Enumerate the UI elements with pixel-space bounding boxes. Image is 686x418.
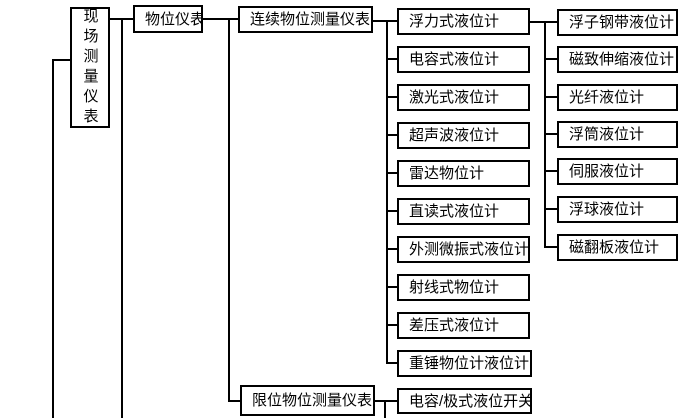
node-label: 重锤物位计液位计 (409, 355, 530, 372)
node-limit-level-instruments: 限位物位测量仪表 (240, 385, 375, 416)
connector-line (52, 59, 70, 61)
node-label: 电容/极式液位开关 (409, 392, 532, 410)
connector-line (373, 20, 397, 22)
connector-line (386, 96, 397, 98)
node-float-ball-level-gauge: 浮球液位计 (557, 196, 678, 223)
node-capacitance-pole-level-switch: 电容/极式液位开关 (397, 388, 532, 414)
node-optical-fiber-level-gauge: 光纤液位计 (557, 84, 678, 111)
connector-line (52, 59, 54, 418)
node-label: 雷达物位计 (409, 165, 485, 182)
connector-line (386, 210, 397, 212)
node-field-measurement-instruments: 现场测量仪表 (70, 7, 110, 128)
node-label: 伺服液位计 (569, 163, 645, 180)
connector-line (228, 18, 230, 402)
node-label: 外测微振式液位计 (409, 241, 530, 258)
node-label: 磁致伸缩液位计 (569, 51, 675, 68)
node-float-steel-tape-level-gauge: 浮子钢带液位计 (557, 9, 678, 36)
connector-line (228, 400, 240, 402)
node-magnetic-flap-level-gauge: 磁翻板液位计 (557, 234, 678, 261)
node-capacitance-level-gauge: 电容式液位计 (397, 46, 530, 73)
connector-line (386, 58, 397, 60)
connector-line (544, 133, 557, 135)
node-direct-reading-level-gauge: 直读式液位计 (397, 198, 530, 225)
connector-line (386, 248, 397, 250)
node-ultrasonic-level-gauge: 超声波液位计 (397, 122, 530, 149)
node-ray-level-gauge: 射线式物位计 (397, 274, 530, 301)
node-heavy-hammer-level-gauge: 重锤物位计液位计 (397, 350, 532, 377)
connector-line (544, 208, 557, 210)
node-label: 浮力式液位计 (409, 13, 500, 30)
node-label: 差压式液位计 (409, 317, 500, 334)
node-label: 磁翻板液位计 (569, 239, 660, 256)
node-magnetostrictive-level-gauge: 磁致伸缩液位计 (557, 46, 678, 73)
node-label: 连续物位测量仪表 (250, 11, 371, 28)
node-label: 超声波液位计 (409, 127, 500, 144)
connector-line (203, 18, 238, 20)
node-label: 限位物位测量仪表 (252, 392, 373, 409)
node-label: 浮球液位计 (569, 201, 645, 218)
connector-line (544, 170, 557, 172)
connector-line (544, 246, 557, 248)
node-label: 浮子钢带液位计 (569, 14, 675, 31)
node-buoyancy-level-gauge: 浮力式液位计 (397, 8, 530, 35)
node-external-micro-vibration-level-gauge: 外测微振式液位计 (397, 236, 530, 263)
connector-line (544, 96, 557, 98)
node-continuous-level-instruments: 连续物位测量仪表 (238, 6, 373, 33)
connector-line (386, 172, 397, 174)
node-label: 射线式物位计 (409, 279, 500, 296)
node-label: 电容式液位计 (409, 51, 500, 68)
node-label: 浮筒液位计 (569, 126, 645, 143)
connector-line (384, 400, 386, 418)
node-servo-level-gauge: 伺服液位计 (557, 158, 678, 185)
connector-line (121, 18, 123, 418)
node-label: 物位仪表 (145, 10, 203, 28)
node-radar-level-gauge: 雷达物位计 (397, 160, 530, 187)
connector-line (386, 134, 397, 136)
node-differential-pressure-level-gauge: 差压式液位计 (397, 312, 530, 339)
node-label: 光纤液位计 (569, 89, 645, 106)
node-label: 现场测量仪表 (81, 7, 99, 128)
connector-line (544, 58, 557, 60)
connector-line (386, 324, 397, 326)
connector-line (530, 21, 557, 23)
connector-line (386, 362, 397, 364)
node-laser-level-gauge: 激光式液位计 (397, 84, 530, 111)
node-label: 直读式液位计 (409, 203, 500, 220)
connector-line (386, 286, 397, 288)
connector-line (386, 20, 388, 364)
connector-line (375, 400, 397, 402)
node-level-instruments: 物位仪表 (133, 5, 203, 33)
node-label: 激光式液位计 (409, 89, 500, 106)
node-displacer-level-gauge: 浮筒液位计 (557, 121, 678, 148)
